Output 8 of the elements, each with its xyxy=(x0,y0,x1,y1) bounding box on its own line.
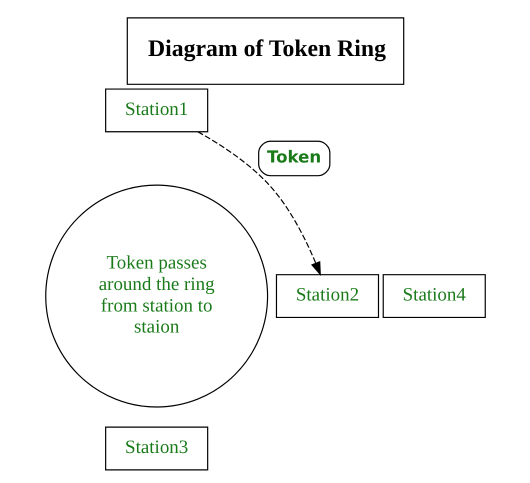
node-box: Station4 xyxy=(382,274,486,318)
node-box: Station1 xyxy=(104,88,208,132)
arrow xyxy=(197,131,320,276)
edge-label: Token xyxy=(266,147,321,166)
node-circle: Token passes around the ring from station to staion xyxy=(44,184,268,408)
node-box: Station3 xyxy=(104,426,208,470)
node-box: Station2 xyxy=(275,274,379,318)
diagram-title: Diagram of Token Ring xyxy=(148,36,386,62)
